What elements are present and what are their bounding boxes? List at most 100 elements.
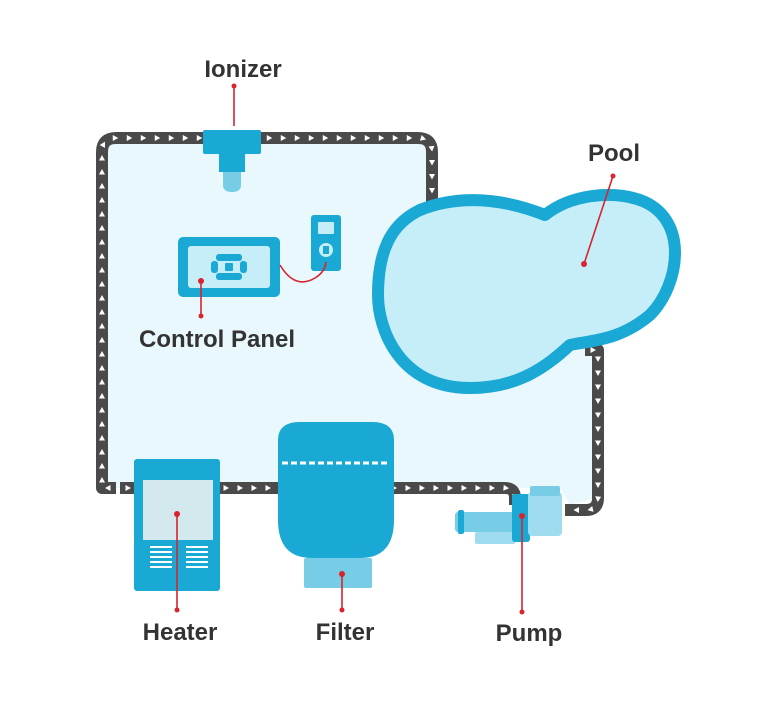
enclosed-area xyxy=(102,138,595,505)
heater-vent-slat xyxy=(186,556,208,558)
flow-arrow xyxy=(237,485,243,491)
flow-arrow xyxy=(595,384,601,390)
flow-arrow xyxy=(595,412,601,418)
heater-leader-dot xyxy=(174,511,180,517)
heater-vent-slat xyxy=(186,561,208,563)
flow-arrow xyxy=(99,379,106,385)
flow-arrow xyxy=(99,351,106,357)
flow-arrow xyxy=(595,482,601,488)
flow-arrow xyxy=(99,253,106,259)
flow-arrow xyxy=(99,155,105,161)
flow-arrow xyxy=(99,435,106,441)
flow-arrow xyxy=(125,485,131,491)
heater-vent-slat xyxy=(186,546,208,548)
flow-arrow xyxy=(266,135,273,141)
flow-arrow xyxy=(447,485,453,491)
flow-arrow xyxy=(223,485,229,491)
flow-arrow xyxy=(595,370,601,376)
flow-arrow xyxy=(99,449,106,455)
flow-arrow xyxy=(429,188,435,194)
flow-arrow xyxy=(595,468,601,474)
flow-arrow xyxy=(99,141,106,148)
flow-arrow xyxy=(99,183,105,189)
pump-base xyxy=(475,532,515,544)
control-panel-leader-dot xyxy=(198,278,204,284)
flow-arrow xyxy=(99,463,106,469)
pool-leader xyxy=(583,175,614,265)
flow-arrow xyxy=(99,281,106,287)
flow-arrow xyxy=(99,323,106,329)
ionizer xyxy=(203,130,261,192)
control-panel-label: Control Panel xyxy=(139,326,295,353)
filter-leader-dot-bottom xyxy=(339,607,345,613)
flow-arrow xyxy=(595,454,601,460)
ionizer-label: Ionizer xyxy=(204,56,281,83)
flow-arrow xyxy=(196,135,203,141)
flow-arrow xyxy=(475,485,481,491)
heater-vents xyxy=(150,546,208,568)
flow-arrow xyxy=(405,485,411,491)
filter-dome xyxy=(278,422,394,462)
ionizer-stem xyxy=(219,154,245,172)
pool-leader-dot xyxy=(581,261,587,267)
switch-box-slot xyxy=(318,222,334,234)
flow-arrow xyxy=(590,347,596,353)
heater-vent-slat xyxy=(150,546,172,548)
pump-motor xyxy=(455,512,521,532)
flow-arrow xyxy=(364,135,371,141)
flow-arrow xyxy=(294,135,301,141)
pool-leader-dot-top xyxy=(610,173,616,179)
pool-label: Pool xyxy=(588,140,640,167)
pump-housing xyxy=(528,492,562,536)
flow-arrow xyxy=(595,356,601,362)
flow-arrow xyxy=(573,507,579,513)
flow-arrow xyxy=(126,135,133,141)
ionizer-leader-dot xyxy=(231,83,237,89)
flow-arrow xyxy=(99,211,105,217)
heater-vent-slat xyxy=(150,551,172,553)
flow-arrow xyxy=(336,135,343,141)
flow-arrow xyxy=(154,135,161,141)
flow-arrow xyxy=(99,477,106,483)
filter-label: Filter xyxy=(316,619,375,646)
flow-arrow xyxy=(378,135,385,141)
flow-arrow xyxy=(99,393,106,399)
flow-arrow xyxy=(595,496,602,502)
flow-arrow xyxy=(105,485,111,491)
pump-strainer-lid xyxy=(530,486,560,496)
flow-arrow xyxy=(99,365,106,371)
flow-arrow xyxy=(428,145,435,152)
flow-arrow xyxy=(182,135,189,141)
switch-box-dial-center xyxy=(323,246,329,254)
flow-arrow xyxy=(503,484,509,491)
flow-arrow xyxy=(112,135,119,142)
flow-arrow xyxy=(429,160,435,166)
control-wire xyxy=(279,261,327,283)
flow-arrow xyxy=(595,440,601,446)
filter xyxy=(278,422,394,588)
flow-arrow xyxy=(99,421,106,427)
flow-arrow xyxy=(392,135,399,141)
flow-arrow xyxy=(489,485,495,491)
flow-arrow xyxy=(308,135,315,141)
control-panel-knob-icon xyxy=(211,254,247,280)
flow-arrow xyxy=(280,135,287,141)
filter-leader-dot xyxy=(339,571,345,577)
heater-vent-slat xyxy=(186,566,208,568)
heater-label: Heater xyxy=(143,619,218,646)
pool xyxy=(372,189,681,394)
flow-arrow xyxy=(419,135,427,141)
flow-arrow xyxy=(140,135,147,141)
flow-arrow xyxy=(587,506,594,512)
heater-vent-slat xyxy=(150,561,172,563)
flow-arrow xyxy=(251,485,257,491)
flow-arrow xyxy=(99,309,106,315)
control-panel-leader-dot-bottom xyxy=(198,313,204,319)
pump-leader-dot-bottom xyxy=(519,609,525,615)
flow-arrow xyxy=(461,485,467,491)
flow-arrow xyxy=(99,337,106,343)
ionizer-body xyxy=(203,130,261,154)
ionizer-probe xyxy=(223,172,241,192)
pump-leader-dot xyxy=(519,513,525,519)
